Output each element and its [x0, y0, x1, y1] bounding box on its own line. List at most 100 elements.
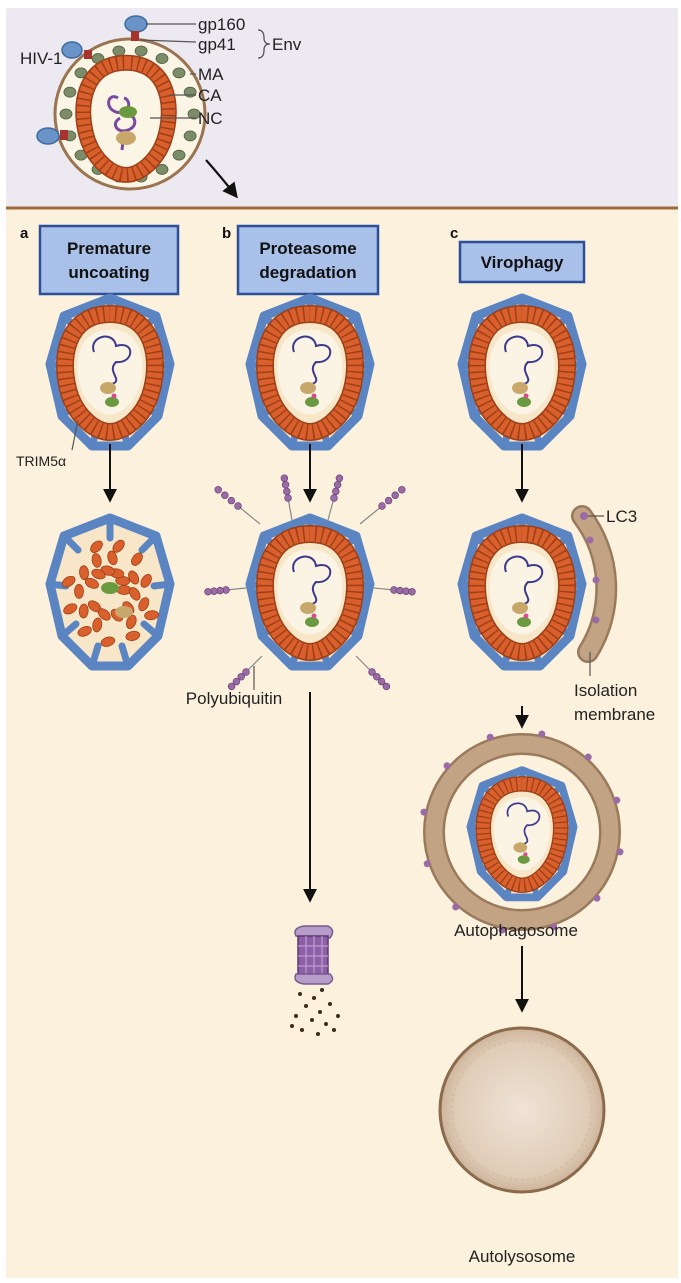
ubiquitin: [215, 486, 222, 493]
ca-subunit: [74, 584, 83, 598]
enzyme-tan: [300, 382, 316, 394]
ubiquitin: [332, 488, 339, 495]
enzyme-tan: [513, 842, 527, 852]
peptide: [300, 1028, 304, 1032]
lc3-punctum: [538, 730, 545, 737]
lc3-punctum: [585, 754, 592, 761]
ubiquitin: [205, 588, 212, 595]
peptide: [298, 992, 302, 996]
autolysosome: [440, 1028, 604, 1192]
ubiquitin: [235, 503, 242, 510]
lc3-punctum: [613, 797, 620, 804]
ma-label: MA: [198, 65, 224, 84]
lc3-punctum: [593, 617, 600, 624]
proteasome-degradation-box: Proteasome degradation: [238, 226, 378, 294]
virophagy-box: Virophagy: [460, 242, 584, 282]
panel-b-letter: b: [222, 225, 231, 242]
restricted-capsid-a: [50, 298, 170, 446]
capsid-engulfed: [462, 518, 582, 666]
enzyme-green: [518, 855, 530, 864]
lc3-punctum: [617, 848, 624, 855]
ma-subunit: [135, 46, 147, 56]
nc-dot: [524, 394, 529, 399]
enzyme-green: [105, 397, 119, 407]
enzyme-tan: [300, 602, 316, 614]
ma-subunit: [64, 87, 76, 97]
isolation-label-line2: membrane: [574, 705, 655, 724]
uncoated-capsid: [50, 518, 170, 666]
restricted-capsid-c: [462, 298, 582, 446]
lc3-dot: [580, 512, 588, 520]
nc-label: NC: [198, 109, 223, 128]
lc3-punctum: [487, 734, 494, 741]
enzyme-green: [101, 582, 119, 594]
peptide: [310, 1018, 314, 1022]
lc3-punctum: [587, 537, 594, 544]
env-label: Env: [272, 35, 302, 54]
ubiquitin: [282, 481, 289, 488]
gp41-label: gp41: [198, 35, 236, 54]
isolation-label-line1: Isolation: [574, 681, 637, 700]
peptide: [294, 1014, 298, 1018]
nc-dot: [112, 394, 117, 399]
peptide: [290, 1024, 294, 1028]
peptide: [320, 988, 324, 992]
enzyme-green: [517, 397, 531, 407]
capsid-in-autophagosome: [470, 770, 573, 897]
ubiquitin: [398, 486, 405, 493]
ubiquitin: [228, 497, 235, 504]
panel-a-letter: a: [20, 225, 29, 242]
enzyme-green: [305, 397, 319, 407]
ubiquitin: [409, 588, 416, 595]
autolysosome-label: Autolysosome: [469, 1247, 576, 1266]
peptide: [318, 1010, 322, 1014]
nc-dot: [312, 614, 317, 619]
ma-subunit: [184, 87, 196, 97]
lc3-punctum: [420, 809, 427, 816]
peptide: [304, 1004, 308, 1008]
enzyme-tan: [115, 606, 133, 618]
premature-uncoating-box: Premature uncoating: [40, 226, 178, 294]
ma-subunit: [173, 68, 185, 78]
premature-uncoating-title-line2: uncoating: [68, 263, 149, 282]
ubiquitin: [281, 475, 288, 482]
ca-label: CA: [198, 86, 222, 105]
ubiquitin: [392, 492, 399, 499]
ubiquitin: [283, 488, 290, 495]
ma-subunit: [156, 54, 168, 64]
enzyme-green: [517, 617, 531, 627]
ma-subunit: [113, 46, 125, 56]
nc-dot: [523, 852, 527, 856]
peptide: [324, 1022, 328, 1026]
nc-dot: [312, 394, 317, 399]
proteasome-degradation-title-line1: Proteasome: [259, 239, 356, 258]
ubiquitin: [336, 475, 343, 482]
ubiquitin: [383, 683, 390, 690]
ubiquitin: [285, 495, 292, 502]
peptide: [332, 1028, 336, 1032]
enzyme-tan: [512, 382, 528, 394]
proteasome: [295, 926, 333, 984]
ubiquitin: [334, 481, 341, 488]
peptide: [328, 1002, 332, 1006]
panel-c-letter: c: [450, 225, 458, 242]
ma-subunit: [173, 150, 185, 160]
peptide: [316, 1032, 320, 1036]
virion-enzyme-green: [119, 106, 137, 118]
virion-enzyme-tan: [116, 131, 136, 145]
lc3-punctum: [444, 762, 451, 769]
ubiquitin: [379, 503, 386, 510]
ma-subunit: [184, 131, 196, 141]
lc3-punctum: [593, 895, 600, 902]
enzyme-green: [305, 617, 319, 627]
lc3-punctum: [593, 577, 600, 584]
trim5a-spoke: [154, 584, 170, 586]
hiv1-label: HIV-1: [20, 49, 63, 68]
enzyme-tan: [100, 382, 116, 394]
premature-uncoating-title-line1: Premature: [67, 239, 151, 258]
ubiquitin: [221, 492, 228, 499]
restricted-capsid-b: [250, 298, 370, 446]
lc3-punctum: [424, 860, 431, 867]
